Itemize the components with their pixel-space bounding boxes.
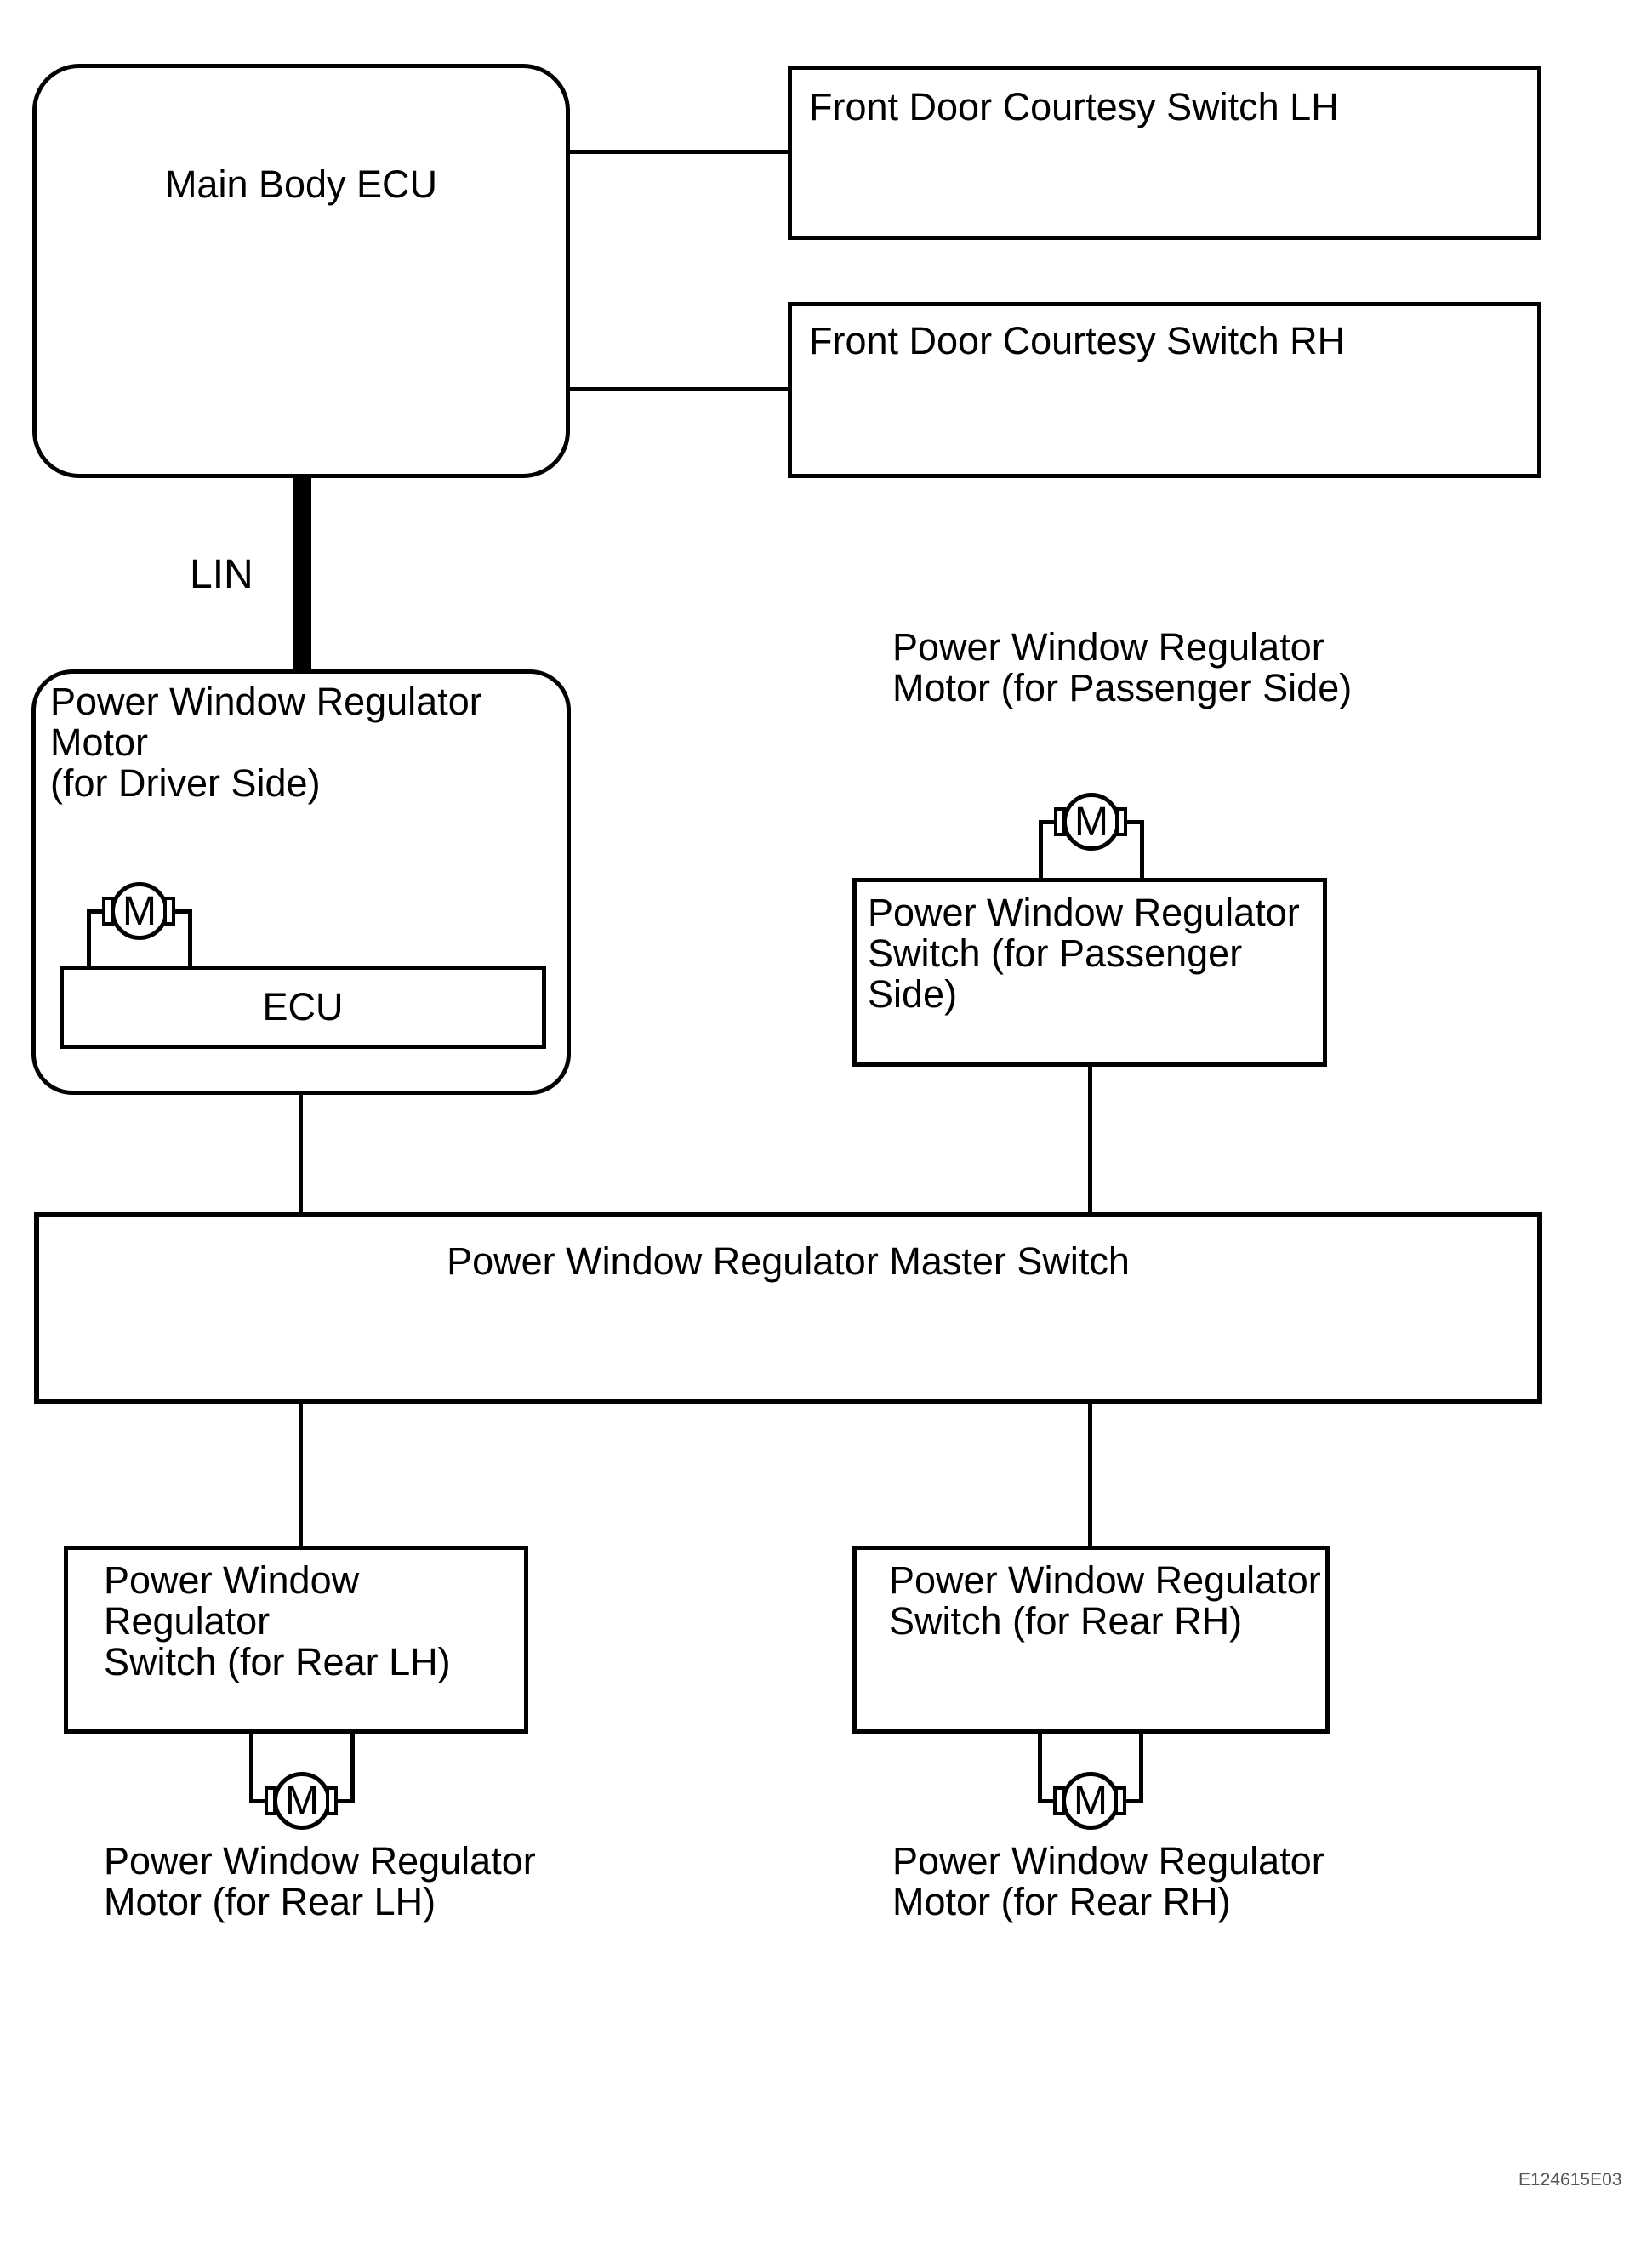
- rear-rh-motor-leg-left: [1038, 1734, 1042, 1803]
- rear-lh-motor-stub-right: [334, 1799, 355, 1803]
- rear-rh-motor-label-line2: Motor (for Rear RH): [892, 1880, 1231, 1923]
- lin-bus-line: [293, 475, 311, 675]
- rear-lh-motor-icon: M: [273, 1772, 331, 1830]
- driver-motor-leg-right: [188, 909, 192, 966]
- rear-lh-motor-leg-left: [249, 1734, 253, 1803]
- rear-rh-motor-letter: M: [1074, 1778, 1108, 1824]
- main-body-ecu-box: [32, 64, 570, 478]
- rear-rh-motor-stub-left: [1038, 1799, 1058, 1803]
- driver-motor-stub-right: [172, 909, 192, 914]
- rear-lh-motor-label-line2: Motor (for Rear LH): [104, 1880, 436, 1923]
- driver-motor-leg-left: [87, 909, 91, 966]
- rear-lh-motor-label-line1: Power Window Regulator: [104, 1839, 536, 1883]
- driver-motor-icon: M: [111, 882, 168, 940]
- rear-rh-switch-box: Power Window Regulator Switch (for Rear …: [852, 1546, 1330, 1734]
- connector-master-to-rear-lh: [299, 1401, 303, 1548]
- driver-ecu-label: ECU: [262, 985, 344, 1028]
- connector-main-to-courtesy-rh: [567, 387, 789, 391]
- rear-rh-motor-terminal-right: [1114, 1786, 1126, 1815]
- driver-ecu-box: ECU: [60, 966, 546, 1049]
- main-body-ecu-label: Main Body ECU: [164, 162, 438, 206]
- passenger-motor-terminal-left: [1054, 807, 1066, 836]
- figure-id-code: E124615E03: [1518, 2170, 1622, 2190]
- passenger-motor-leg-right: [1140, 820, 1144, 878]
- rear-rh-motor-leg-right: [1139, 1734, 1143, 1803]
- rear-rh-motor-label-line1: Power Window Regulator: [892, 1839, 1324, 1883]
- driver-motor-unit-label-line2: (for Driver Side): [50, 761, 321, 805]
- rear-lh-motor-stub-left: [249, 1799, 270, 1803]
- passenger-motor-stub-left: [1039, 820, 1059, 824]
- passenger-motor-letter: M: [1074, 799, 1108, 845]
- courtesy-switch-lh-label: Front Door Courtesy Switch LH: [809, 85, 1339, 128]
- rear-lh-motor-label: Power Window Regulator Motor (for Rear L…: [104, 1841, 536, 1922]
- passenger-motor-icon: M: [1062, 793, 1120, 851]
- master-switch-box: Power Window Regulator Master Switch: [34, 1212, 1542, 1404]
- rear-rh-motor-stub-right: [1123, 1799, 1143, 1803]
- passenger-motor-stub-right: [1124, 820, 1144, 824]
- passenger-switch-box: Power Window Regulator Switch (for Passe…: [852, 878, 1327, 1067]
- rear-rh-motor-terminal-left: [1053, 1786, 1065, 1815]
- rear-lh-motor-terminal-right: [326, 1786, 338, 1815]
- passenger-switch-label-line2: Switch (for Passenger Side): [868, 931, 1243, 1016]
- rear-rh-motor-label: Power Window Regulator Motor (for Rear R…: [892, 1841, 1324, 1922]
- rear-lh-motor-leg-right: [350, 1734, 355, 1803]
- connector-passenger-to-master: [1088, 1063, 1092, 1215]
- rear-rh-switch-label-line1: Power Window Regulator: [889, 1558, 1321, 1602]
- passenger-motor-label: Power Window Regulator Motor (for Passen…: [892, 627, 1352, 709]
- rear-rh-motor-icon: M: [1062, 1772, 1119, 1830]
- courtesy-switch-rh-box: Front Door Courtesy Switch RH: [788, 302, 1541, 478]
- lin-bus-label: LIN: [190, 552, 253, 597]
- rear-lh-switch-label-line1: Power Window Regulator: [104, 1558, 360, 1643]
- rear-lh-switch-box: Power Window Regulator Switch (for Rear …: [64, 1546, 528, 1734]
- connector-main-to-courtesy-lh: [567, 150, 789, 154]
- rear-lh-switch-label-line2: Switch (for Rear LH): [104, 1640, 451, 1683]
- rear-rh-switch-label-line2: Switch (for Rear RH): [889, 1599, 1243, 1643]
- driver-motor-unit-label-line1: Power Window Regulator Motor: [50, 680, 482, 764]
- passenger-motor-label-line1: Power Window Regulator: [892, 625, 1324, 669]
- passenger-motor-leg-left: [1039, 820, 1043, 878]
- passenger-motor-terminal-right: [1115, 807, 1127, 836]
- courtesy-switch-rh-label: Front Door Courtesy Switch RH: [809, 319, 1346, 362]
- rear-lh-motor-terminal-left: [265, 1786, 276, 1815]
- passenger-switch-label-line1: Power Window Regulator: [868, 891, 1300, 934]
- courtesy-switch-lh-box: Front Door Courtesy Switch LH: [788, 66, 1541, 240]
- driver-motor-letter: M: [122, 888, 157, 934]
- passenger-motor-label-line2: Motor (for Passenger Side): [892, 666, 1353, 709]
- rear-lh-motor-letter: M: [285, 1778, 319, 1824]
- driver-motor-stub-left: [87, 909, 107, 914]
- driver-motor-terminal-left: [102, 897, 114, 926]
- driver-motor-terminal-right: [163, 897, 175, 926]
- master-switch-label: Power Window Regulator Master Switch: [447, 1239, 1130, 1283]
- connector-master-to-rear-rh: [1088, 1401, 1092, 1548]
- connector-driver-to-master: [299, 1091, 303, 1215]
